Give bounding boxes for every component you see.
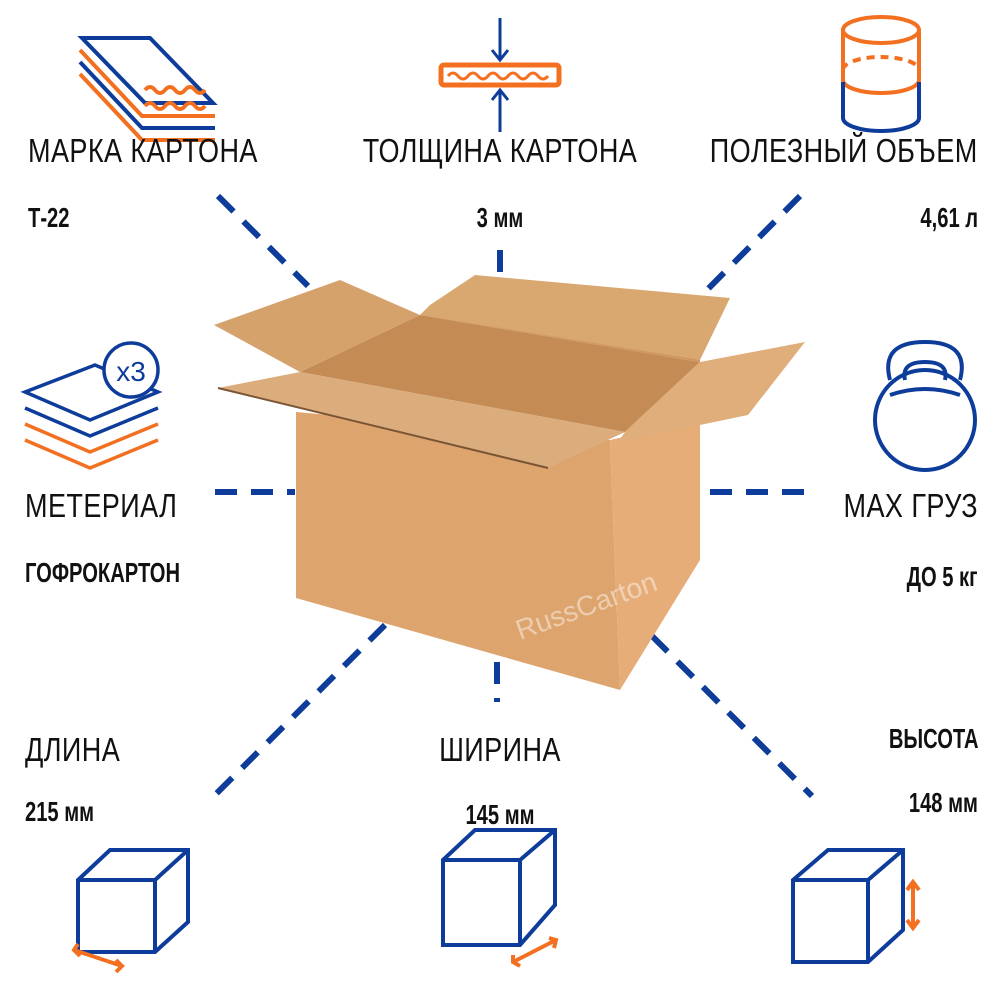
height-label: ВЫСОТА (888, 723, 978, 754)
grade-label: МАРКА КАРТОНА (28, 132, 258, 169)
corrugated-layers-icon (77, 36, 218, 142)
connector-lines (209, 193, 815, 801)
thickness-value: 3 мм (476, 202, 524, 233)
cube-width-icon (441, 828, 559, 968)
height-value: 148 мм (908, 787, 978, 818)
grade-value: Т-22 (28, 202, 70, 233)
max-load-label: MAX ГРУЗ (843, 487, 978, 524)
thickness-label: ТОЛЩИНА КАРТОНА (362, 132, 638, 169)
cylinder-volume-icon (841, 15, 921, 133)
cube-height-icon (791, 848, 921, 964)
thickness-arrows-icon (438, 18, 562, 132)
kettlebell-icon (873, 339, 977, 472)
length-value: 215 мм (25, 796, 95, 827)
length-label: ДЛИНА (25, 731, 121, 768)
material-value: ГОФРОКАРТОН (25, 557, 181, 588)
volume-label: ПОЛЕЗНЫЙ ОБЪЕМ (710, 132, 978, 169)
volume-value: 4,61 л (920, 202, 978, 233)
cube-length-icon (71, 848, 190, 974)
width-label: ШИРИНА (439, 731, 561, 768)
max-load-value: ДО 5 кг (907, 561, 978, 592)
width-value: 145 мм (465, 799, 535, 830)
material-badge: x3 (116, 356, 146, 387)
material-label: МЕТЕРИАЛ (25, 487, 178, 524)
cardboard-box-image: RussCarton (214, 275, 805, 690)
stacked-sheets-icon: x3 (20, 341, 163, 470)
